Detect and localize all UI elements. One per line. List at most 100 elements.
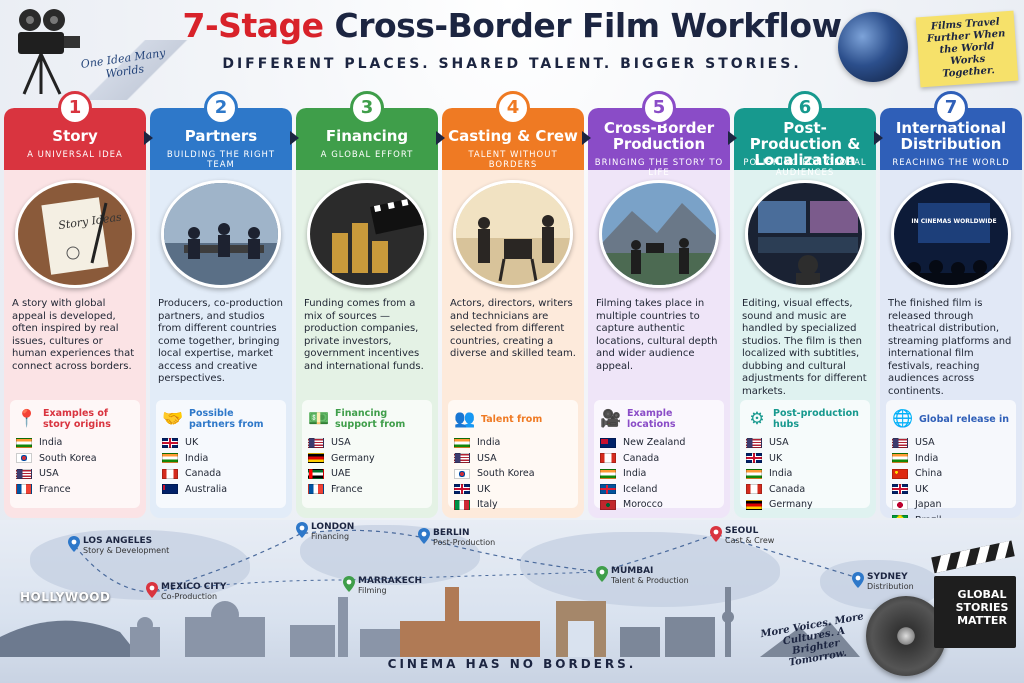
- stage-description: Editing, visual effects, sound and music…: [742, 298, 867, 397]
- country-name: India: [39, 437, 63, 449]
- stage-title: Financing: [325, 127, 409, 145]
- stage-description: Producers, co-production partners, and s…: [158, 298, 283, 384]
- country-name: France: [39, 483, 71, 495]
- flag-in-icon: [600, 468, 616, 479]
- list-item: Brazil: [892, 513, 1010, 518]
- country-name: Canada: [185, 468, 222, 480]
- city-role: Cast & Crew: [725, 536, 775, 545]
- skyline-illustration: [0, 587, 860, 657]
- globe-icon: 🌐: [892, 409, 914, 429]
- list-item: UK: [454, 482, 572, 498]
- film-camera-icon: [18, 9, 80, 95]
- flag-in-icon: [454, 437, 470, 448]
- photo-label-text: IN CINEMAS WORLDWIDE: [911, 218, 996, 225]
- list-item: South Korea: [16, 451, 134, 467]
- city-role: Post-Production: [433, 538, 496, 547]
- flag-fr-icon: [16, 484, 32, 495]
- city-name: SYDNEY: [867, 572, 908, 582]
- country-name: India: [623, 468, 647, 480]
- arrow-right-icon: [144, 131, 153, 145]
- list-item: Canada: [600, 451, 718, 467]
- sticky-note: Films Travel Further When the World Work…: [915, 10, 1019, 88]
- stage-card-6: Post-Production & Localization POLISHING…: [734, 108, 876, 518]
- list-item: France: [16, 482, 134, 498]
- country-name: Brazil: [915, 515, 942, 518]
- stage-title: Story: [52, 127, 98, 145]
- people-icon: 👥: [454, 409, 476, 429]
- flag-is-icon: [600, 484, 616, 495]
- flag-fr-icon: [308, 484, 324, 495]
- panel-title: Post-production hubs: [773, 408, 859, 430]
- city-name: BERLIN: [433, 528, 470, 538]
- page-title: 7-Stage Cross-Border Film Workflow: [182, 6, 842, 45]
- country-name: Germany: [331, 452, 375, 464]
- pin-icon: 📍: [16, 409, 38, 429]
- flag-uk-icon: [454, 484, 470, 495]
- flag-it-icon: [454, 499, 470, 510]
- city-role: Co-Production: [161, 592, 218, 601]
- stage-title: International Distribution: [895, 119, 1007, 153]
- country-name: Canada: [769, 483, 806, 495]
- country-name: UK: [477, 483, 491, 495]
- stage-number-badge: 4: [496, 91, 530, 125]
- list-item: Canada: [162, 466, 280, 482]
- city-role: Story & Development: [83, 546, 170, 555]
- stage-panel: 📍 Examples of story origins India South …: [10, 400, 140, 508]
- list-item: India: [892, 451, 1010, 467]
- country-name: USA: [39, 468, 59, 480]
- handshake-icon: 🤝: [162, 409, 184, 429]
- country-name: New Zealand: [623, 437, 686, 449]
- flag-us-icon: [746, 437, 762, 448]
- country-list: India USA South Korea UK: [454, 435, 572, 513]
- list-item: India: [454, 435, 572, 451]
- country-name: USA: [331, 437, 351, 449]
- flag-us-icon: [892, 437, 908, 448]
- city-name: MEXICO CITY: [161, 582, 227, 592]
- country-name: India: [915, 452, 939, 464]
- list-item: USA: [454, 451, 572, 467]
- stage-photo: [599, 180, 719, 288]
- list-item: USA: [308, 435, 426, 451]
- stage-panel: ⚙ Post-production hubs USA UK India: [740, 400, 870, 510]
- city-role: Financing: [311, 532, 350, 541]
- country-name: India: [185, 452, 209, 464]
- stage-card-5: Cross-Border Production BRINGING THE STO…: [588, 108, 730, 518]
- panel-title: Financing support from: [335, 408, 406, 430]
- flag-in-icon: [16, 437, 32, 448]
- mountain-decoration: [60, 40, 210, 100]
- gear-icon: ⚙: [749, 409, 765, 429]
- stage-panel: 🎥 Example locations New Zealand Canada: [594, 400, 724, 511]
- list-item: UK: [162, 435, 280, 451]
- list-item: China: [892, 466, 1010, 482]
- flag-uk-icon: [892, 484, 908, 495]
- flag-uk-icon: [162, 437, 178, 448]
- stage-number-badge: 3: [350, 91, 384, 125]
- list-item: India: [746, 466, 864, 482]
- city-marker: SYDNEY Distribution: [852, 572, 914, 592]
- city-name: LONDON: [311, 522, 355, 532]
- arrow-right-icon: [290, 131, 299, 145]
- stage-subtitle: REACHING THE WORLD: [892, 158, 1010, 168]
- city-marker: LOS ANGELES Story & Development: [68, 536, 169, 556]
- country-name: Morocco: [623, 499, 663, 511]
- flag-ma-icon: [600, 499, 616, 510]
- stage-number-badge: 1: [58, 91, 92, 125]
- country-name: USA: [769, 437, 789, 449]
- stage-description: Funding comes from a mix of sources — pr…: [304, 298, 424, 372]
- arrow-right-icon: [728, 131, 737, 145]
- globe-icon: [838, 12, 908, 82]
- flag-nz-icon: [600, 437, 616, 448]
- list-item: UK: [746, 451, 864, 467]
- country-name: UK: [915, 483, 929, 495]
- country-name: UK: [185, 437, 199, 449]
- flag-ca-icon: [600, 453, 616, 464]
- country-name: India: [769, 468, 793, 480]
- flag-br-icon: [892, 515, 908, 518]
- stage-subtitle: A UNIVERSAL IDEA: [27, 150, 123, 160]
- list-item: USA: [746, 435, 864, 451]
- stage-photo: Story Ideas: [15, 180, 135, 288]
- flag-in-icon: [746, 468, 762, 479]
- list-item: Germany: [746, 497, 864, 513]
- country-list: USA UK India Canada: [746, 435, 864, 513]
- stage-subtitle: BUILDING THE RIGHT TEAM: [166, 150, 276, 170]
